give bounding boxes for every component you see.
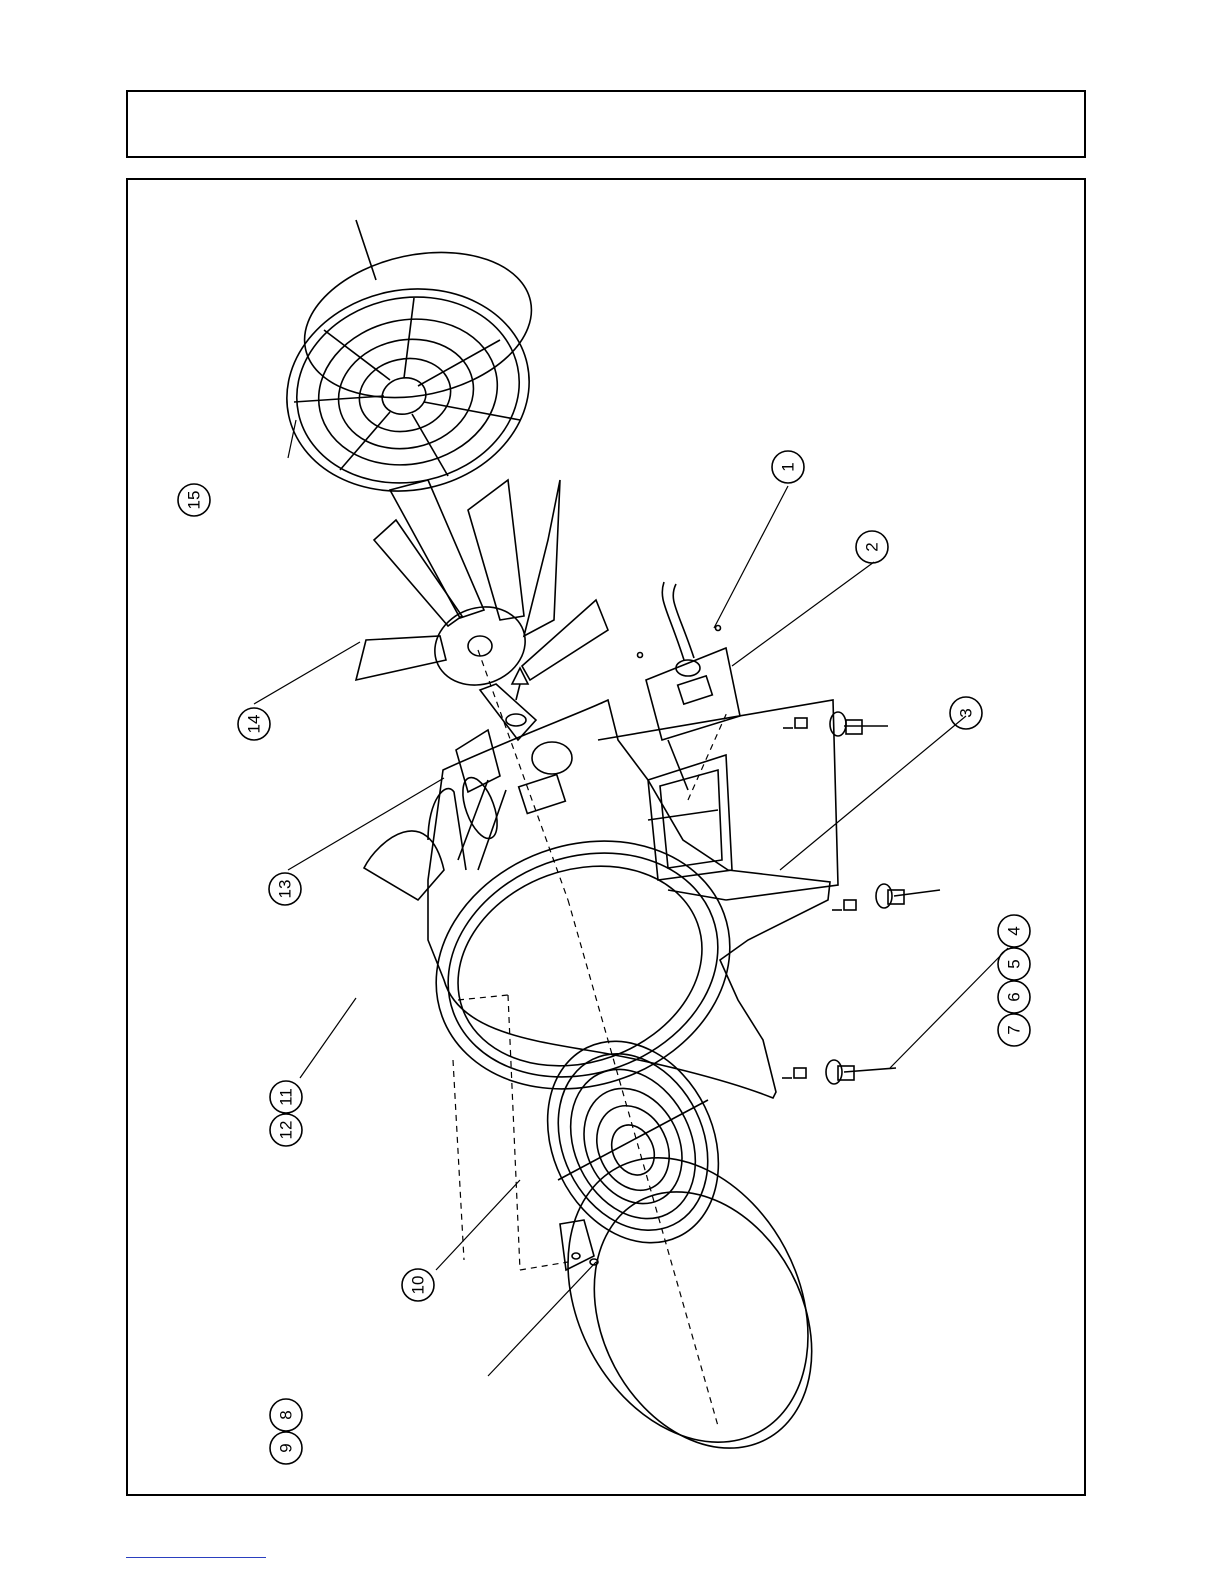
assembly-centerlines: [453, 650, 728, 1426]
callout-7: 7: [1005, 1025, 1024, 1034]
callout-9: 9: [277, 1443, 296, 1452]
callout-5: 5: [1005, 959, 1024, 968]
callout-1: 1: [779, 462, 798, 471]
callout-circles: [178, 451, 1030, 1464]
callout-2: 2: [863, 542, 882, 551]
main-housing: [364, 668, 838, 1129]
callout-12: 12: [277, 1121, 296, 1140]
switch-box-part: [638, 582, 741, 790]
footer-link-underline[interactable]: [126, 1557, 266, 1558]
callout-4: 4: [1005, 926, 1024, 935]
callout-3: 3: [957, 708, 976, 717]
leader-lines: [254, 420, 1008, 1376]
foot-assembly: [782, 712, 940, 1084]
callout-11: 11: [277, 1088, 296, 1106]
exploded-diagram-frame: 1 2 3 4 5 6 7 8 9 10 11 12 13 14 15: [126, 178, 1086, 1496]
exploded-view-drawing: 1 2 3 4 5 6 7 8 9 10 11 12 13 14 15: [128, 180, 1084, 1494]
callout-8: 8: [277, 1410, 296, 1419]
callout-15: 15: [185, 491, 204, 510]
header-box: [126, 90, 1086, 158]
rear-guard-part: [268, 220, 548, 513]
callout-6: 6: [1005, 992, 1024, 1001]
callout-10: 10: [409, 1276, 428, 1295]
callout-13: 13: [276, 880, 295, 899]
front-guard-part: [515, 1013, 751, 1272]
front-cowl-part: [520, 1116, 855, 1486]
callout-14: 14: [245, 715, 264, 734]
fan-blade-part: [356, 480, 608, 740]
